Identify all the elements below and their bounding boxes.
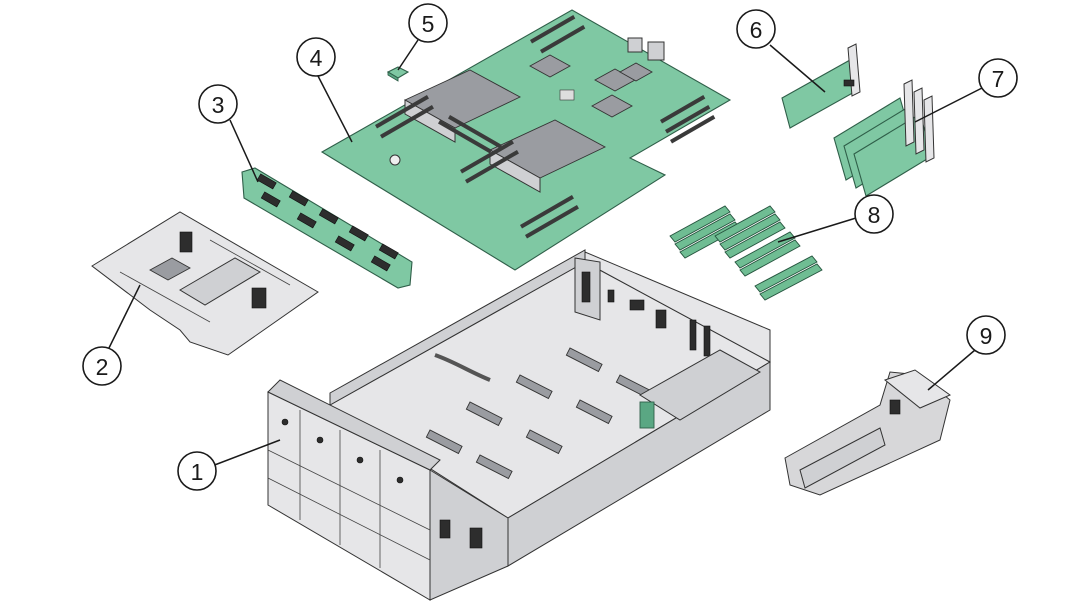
callout-label-5: 5 <box>422 11 435 37</box>
callout-8: 8 <box>854 194 894 234</box>
drive-backplane <box>241 167 413 289</box>
fan-duct <box>784 369 952 496</box>
callout-9: 9 <box>966 315 1006 355</box>
callout-5: 5 <box>408 3 448 43</box>
pcie-riser-cards <box>833 79 935 197</box>
leader-lines <box>107 39 983 467</box>
memory-dimms <box>669 205 823 301</box>
leader-5 <box>397 39 419 71</box>
leader-6 <box>769 44 826 93</box>
callout-label-4: 4 <box>310 45 323 71</box>
callout-label-3: 3 <box>212 92 225 118</box>
leader-7 <box>914 87 983 123</box>
leader-3 <box>229 119 259 183</box>
leader-8 <box>777 217 857 243</box>
chassis <box>267 249 772 601</box>
callout-7: 7 <box>978 58 1018 98</box>
callout-3: 3 <box>198 84 238 124</box>
callout-6: 6 <box>736 9 776 49</box>
callout-1: 1 <box>177 451 217 491</box>
callout-4: 4 <box>296 37 336 77</box>
callout-label-7: 7 <box>992 66 1005 92</box>
callout-label-2: 2 <box>96 354 109 380</box>
leader-2 <box>107 284 141 351</box>
callout-2: 2 <box>82 346 122 386</box>
callout-label-6: 6 <box>750 17 763 43</box>
leader-1 <box>211 439 281 467</box>
air-baffle <box>91 211 319 356</box>
callout-label-1: 1 <box>191 459 204 485</box>
leader-9 <box>927 349 976 391</box>
motherboard <box>320 9 732 271</box>
small-module <box>386 66 410 82</box>
callout-label-8: 8 <box>868 202 881 228</box>
leader-4 <box>317 75 353 143</box>
callout-label-9: 9 <box>980 323 993 349</box>
pcie-card <box>781 43 861 129</box>
